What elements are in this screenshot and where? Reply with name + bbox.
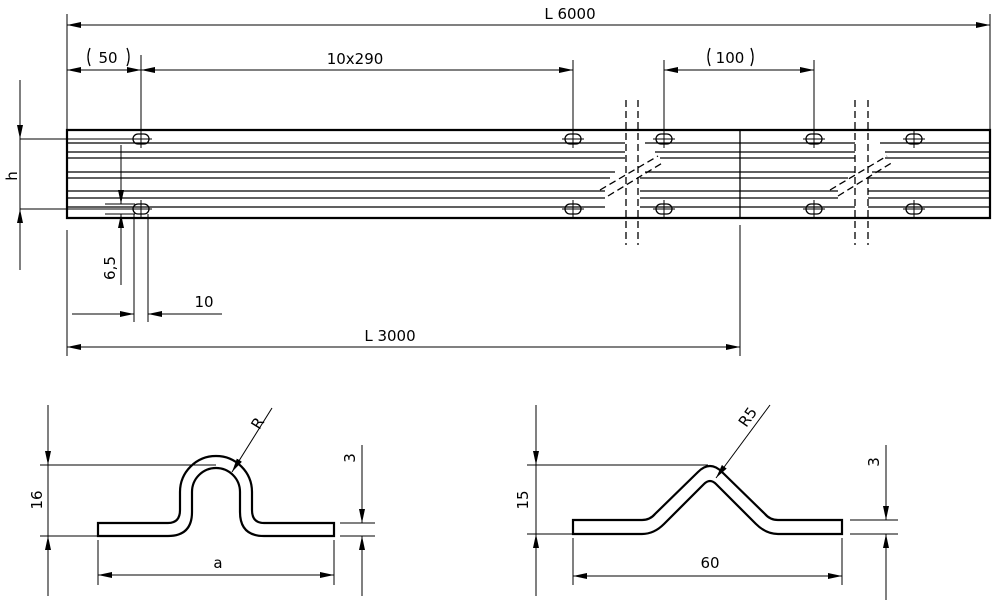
profile-rounded-outline bbox=[96, 454, 336, 538]
profile-lines-left bbox=[67, 142, 625, 208]
hole-spacing-h-label: h bbox=[3, 171, 21, 181]
mounting-hole bbox=[653, 200, 675, 218]
mounting-hole bbox=[903, 130, 925, 148]
dimension-joint-offset: 100 bbox=[663, 47, 815, 130]
dimension-rounded-width: a bbox=[97, 540, 335, 585]
dimension-v-radius: R5 bbox=[715, 404, 771, 479]
dimension-hole-width: 10 bbox=[72, 214, 222, 322]
strip-outline-middle bbox=[638, 128, 868, 220]
profile-v-shape-outline bbox=[571, 464, 844, 536]
overall-length-label: L 6000 bbox=[544, 5, 595, 23]
dimension-v-thickness: 3 bbox=[850, 445, 898, 600]
mounting-hole bbox=[130, 200, 152, 218]
rounded-thickness-label: 3 bbox=[341, 453, 359, 463]
dimension-rounded-thickness: 3 bbox=[340, 445, 375, 596]
dimension-hole-spacing-h: h bbox=[3, 80, 23, 270]
v-width-label: 60 bbox=[700, 554, 719, 572]
profile-v-shape: 15 R5 3 60 bbox=[514, 404, 898, 600]
strip-top-view bbox=[20, 100, 992, 245]
mounting-hole bbox=[653, 130, 675, 148]
profile-lines-middle bbox=[640, 142, 855, 208]
dimension-section-length: L 3000 bbox=[66, 225, 741, 356]
profile-lines-right bbox=[868, 142, 990, 208]
dimension-rounded-height: 16 bbox=[28, 405, 216, 596]
mounting-hole bbox=[562, 130, 584, 148]
section-length-label: L 3000 bbox=[364, 327, 415, 345]
dimension-hole-height: 6,5 bbox=[101, 145, 135, 285]
strip-outline-right bbox=[868, 128, 992, 220]
dimension-hole-pitch: 10x290 bbox=[141, 50, 574, 130]
profile-rounded: 16 R 3 a bbox=[28, 405, 375, 596]
rounded-width-label: a bbox=[213, 554, 222, 572]
dimension-first-hole-offset: 50 bbox=[67, 47, 142, 130]
v-height-label: 15 bbox=[514, 490, 532, 509]
v-radius-label: R5 bbox=[735, 404, 761, 431]
first-hole-offset-label: 50 bbox=[98, 49, 117, 67]
rounded-radius-label: R bbox=[247, 414, 268, 432]
mounting-hole bbox=[562, 200, 584, 218]
mounting-hole bbox=[903, 200, 925, 218]
strip-outline-left bbox=[65, 128, 638, 220]
dimension-v-height: 15 bbox=[514, 405, 708, 596]
mounting-holes bbox=[130, 130, 925, 218]
v-thickness-label: 3 bbox=[865, 457, 883, 467]
break-mark-1 bbox=[599, 100, 665, 245]
dimension-rounded-radius: R bbox=[231, 407, 273, 473]
dimension-overall-length: L 6000 bbox=[66, 5, 991, 130]
joint-offset-label: 100 bbox=[716, 49, 745, 67]
mounting-hole bbox=[803, 130, 825, 148]
mounting-hole bbox=[130, 130, 152, 148]
break-mark-2 bbox=[829, 100, 894, 245]
hole-pitch-label: 10x290 bbox=[327, 50, 384, 68]
dimension-v-width: 60 bbox=[572, 538, 843, 585]
mounting-hole bbox=[803, 200, 825, 218]
rounded-height-label: 16 bbox=[28, 490, 46, 509]
hole-width-label: 10 bbox=[194, 293, 213, 311]
hole-height-label: 6,5 bbox=[101, 256, 119, 280]
